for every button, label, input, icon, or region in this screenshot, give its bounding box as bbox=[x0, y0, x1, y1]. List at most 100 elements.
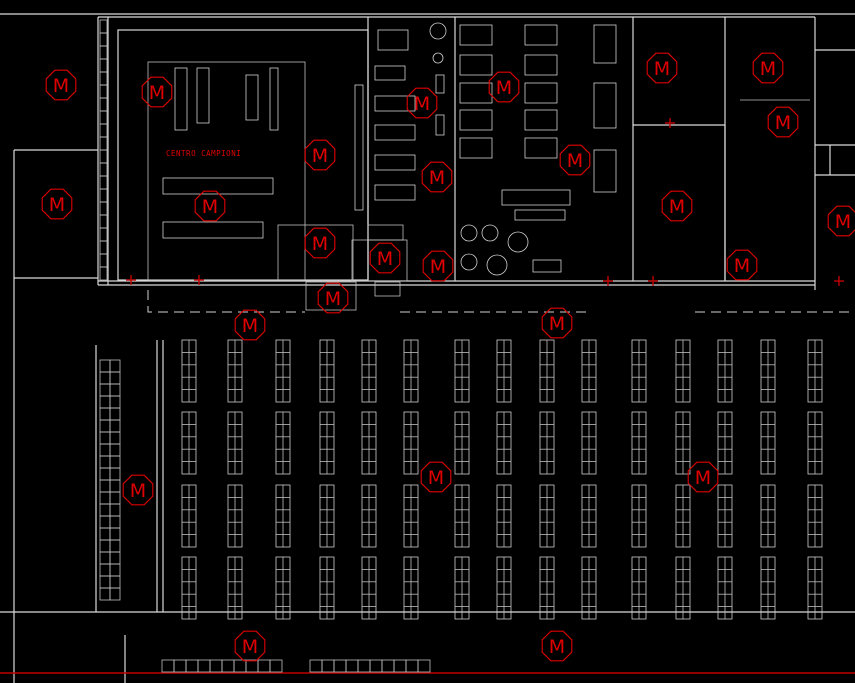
rack-unit bbox=[760, 556, 776, 620]
marker-m: M bbox=[559, 144, 591, 176]
marker-label: M bbox=[760, 58, 776, 80]
rack-unit bbox=[539, 339, 555, 403]
marker-label: M bbox=[669, 196, 685, 218]
marker-label: M bbox=[775, 112, 791, 134]
rack-unit bbox=[361, 556, 377, 620]
marker-octagon-icon bbox=[304, 139, 336, 171]
rack-unit bbox=[581, 411, 597, 475]
rack-unit bbox=[675, 556, 691, 620]
rack-unit bbox=[319, 484, 335, 548]
marker-octagon-icon bbox=[406, 87, 438, 119]
marker-label: M bbox=[202, 196, 218, 218]
rack-unit bbox=[760, 339, 776, 403]
marker-label: M bbox=[654, 58, 670, 80]
marker-m: M bbox=[317, 282, 349, 314]
structure-walls bbox=[0, 13, 855, 683]
marker-octagon-icon bbox=[661, 190, 693, 222]
marker-m: M bbox=[541, 630, 573, 662]
marker-m: M bbox=[421, 161, 453, 193]
marker-m: M bbox=[304, 139, 336, 171]
pallet-grid bbox=[99, 19, 108, 281]
rack-unit bbox=[581, 484, 597, 548]
marker-label: M bbox=[242, 315, 258, 337]
marker-octagon-icon bbox=[559, 144, 591, 176]
marker-octagon-icon bbox=[541, 630, 573, 662]
marker-m: M bbox=[661, 190, 693, 222]
pallet-grid bbox=[161, 659, 283, 673]
rack-unit bbox=[539, 556, 555, 620]
marker-octagon-icon bbox=[420, 461, 452, 493]
marker-label: M bbox=[549, 313, 565, 335]
marker-octagon-icon bbox=[541, 307, 573, 339]
marker-m: M bbox=[304, 227, 336, 259]
marker-label: M bbox=[53, 75, 69, 97]
rack-unit bbox=[717, 556, 733, 620]
rack-unit bbox=[454, 339, 470, 403]
lab-furniture bbox=[162, 22, 617, 276]
rack-unit bbox=[275, 556, 291, 620]
pallet-grid bbox=[99, 359, 121, 601]
rack-unit bbox=[319, 556, 335, 620]
rack-unit bbox=[631, 411, 647, 475]
rack-unit bbox=[227, 484, 243, 548]
rack-unit bbox=[675, 484, 691, 548]
rack-unit bbox=[454, 411, 470, 475]
room-label-centro-campioni: CENTRO CAMPIONI bbox=[166, 149, 241, 158]
marker-m: M bbox=[122, 474, 154, 506]
rack-unit bbox=[717, 339, 733, 403]
rack-unit bbox=[496, 484, 512, 548]
marker-m: M bbox=[234, 309, 266, 341]
rack-unit bbox=[496, 411, 512, 475]
rack-unit bbox=[361, 484, 377, 548]
rack-unit bbox=[181, 339, 197, 403]
marker-octagon-icon bbox=[726, 249, 758, 281]
marker-octagon-icon bbox=[45, 69, 77, 101]
marker-octagon-icon bbox=[767, 106, 799, 138]
marker-m: M bbox=[646, 52, 678, 84]
marker-m: M bbox=[234, 630, 266, 662]
rack-unit bbox=[275, 411, 291, 475]
rack-unit bbox=[717, 411, 733, 475]
marker-label: M bbox=[835, 211, 851, 233]
rack-unit bbox=[319, 339, 335, 403]
rack-unit bbox=[275, 339, 291, 403]
marker-m: M bbox=[767, 106, 799, 138]
rack-unit bbox=[539, 484, 555, 548]
marker-octagon-icon bbox=[488, 71, 520, 103]
rack-unit bbox=[454, 484, 470, 548]
marker-octagon-icon bbox=[122, 474, 154, 506]
marker-label: M bbox=[496, 77, 512, 99]
marker-label: M bbox=[377, 248, 393, 270]
marker-octagon-icon bbox=[317, 282, 349, 314]
marker-label: M bbox=[430, 256, 446, 278]
marker-octagon-icon bbox=[687, 461, 719, 493]
rack-unit bbox=[539, 411, 555, 475]
marker-label: M bbox=[549, 636, 565, 658]
rack-unit bbox=[631, 339, 647, 403]
rack-unit bbox=[275, 484, 291, 548]
marker-label: M bbox=[149, 82, 165, 104]
red-ticks bbox=[126, 118, 844, 286]
rack-unit bbox=[227, 556, 243, 620]
marker-label: M bbox=[312, 145, 328, 167]
marker-m: M bbox=[687, 461, 719, 493]
marker-m: M bbox=[488, 71, 520, 103]
marker-octagon-icon bbox=[304, 227, 336, 259]
rack-unit bbox=[403, 484, 419, 548]
marker-label: M bbox=[695, 467, 711, 489]
marker-label: M bbox=[312, 233, 328, 255]
rack-unit bbox=[631, 556, 647, 620]
marker-m: M bbox=[541, 307, 573, 339]
marker-m: M bbox=[369, 242, 401, 274]
marker-octagon-icon bbox=[234, 630, 266, 662]
marker-octagon-icon bbox=[369, 242, 401, 274]
marker-m: M bbox=[726, 249, 758, 281]
rack-unit bbox=[675, 339, 691, 403]
marker-label: M bbox=[130, 480, 146, 502]
marker-octagon-icon bbox=[234, 309, 266, 341]
rack-unit bbox=[319, 411, 335, 475]
marker-label: M bbox=[429, 167, 445, 189]
marker-m: M bbox=[752, 52, 784, 84]
rack-unit bbox=[631, 484, 647, 548]
